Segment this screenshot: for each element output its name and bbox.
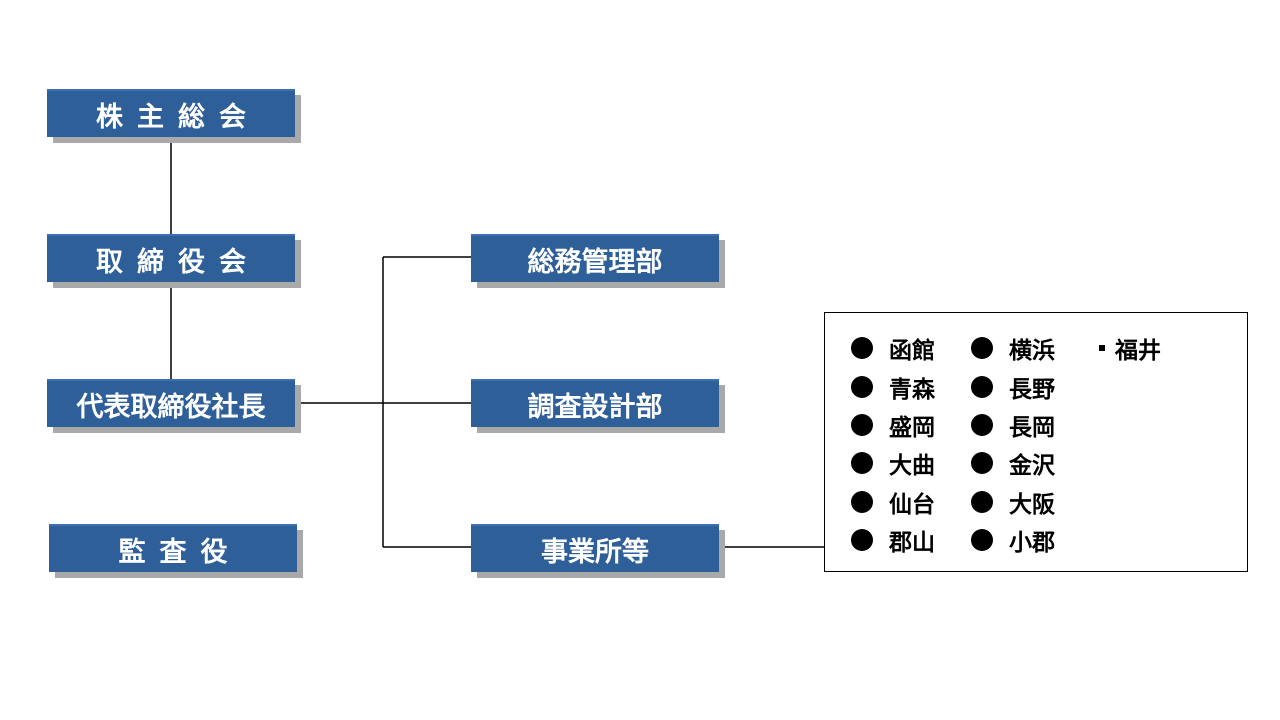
office-name: 大曲 [889, 453, 935, 480]
office-name: 長野 [1009, 376, 1055, 403]
node-general-affairs: 総務管理部 [471, 234, 719, 282]
bullet-icon [851, 413, 873, 436]
office-item: 金沢 [971, 444, 1055, 482]
office-name: 盛岡 [889, 414, 935, 441]
office-item: 大阪 [971, 483, 1055, 521]
node-board-of-directors: 取締役会 [47, 234, 295, 282]
office-name: 小郡 [1009, 530, 1055, 557]
bullet-icon [971, 413, 993, 436]
node-offices: 事業所等 [471, 524, 719, 572]
node-label: 総務管理部 [527, 246, 663, 278]
office-item: 長野 [971, 367, 1055, 405]
office-list-box: 函館 青森 盛岡 大曲 仙台 郡山 横浜 長野 長岡 金沢 大阪 小郡 福井 [824, 312, 1248, 572]
office-name: 長岡 [1009, 414, 1055, 441]
bullet-icon [851, 337, 873, 360]
office-item: 長岡 [971, 406, 1055, 444]
office-name: 横浜 [1009, 338, 1055, 365]
office-item: 福井 [1099, 329, 1161, 367]
office-item: 小郡 [971, 521, 1055, 559]
small-bullet-icon [1099, 345, 1105, 352]
office-name: 郡山 [889, 530, 935, 557]
office-item: 盛岡 [851, 406, 935, 444]
office-column-3: 福井 [1099, 329, 1161, 367]
office-name: 福井 [1115, 338, 1161, 365]
office-name: 大阪 [1009, 491, 1055, 518]
node-shareholders-meeting: 株主総会 [47, 89, 295, 137]
office-name: 青森 [889, 376, 935, 403]
office-item: 横浜 [971, 329, 1055, 367]
bullet-icon [971, 375, 993, 398]
office-name: 函館 [889, 338, 935, 365]
node-label: 取締役会 [96, 246, 260, 278]
office-name: 仙台 [889, 491, 935, 518]
office-column-1: 函館 青森 盛岡 大曲 仙台 郡山 [851, 329, 935, 559]
node-label: 監査役 [118, 536, 242, 568]
office-column-2: 横浜 長野 長岡 金沢 大阪 小郡 [971, 329, 1055, 559]
node-label: 調査設計部 [527, 391, 663, 423]
office-name: 金沢 [1009, 453, 1055, 480]
office-item: 大曲 [851, 444, 935, 482]
bullet-icon [851, 490, 873, 513]
node-label: 株主総会 [96, 101, 260, 133]
office-item: 青森 [851, 367, 935, 405]
bullet-icon [971, 452, 993, 475]
node-label: 事業所等 [541, 536, 649, 568]
office-item: 仙台 [851, 483, 935, 521]
office-item: 函館 [851, 329, 935, 367]
node-auditor: 監査役 [49, 524, 297, 572]
bullet-icon [971, 490, 993, 513]
office-item: 郡山 [851, 521, 935, 559]
bullet-icon [971, 337, 993, 360]
bullet-icon [971, 529, 993, 552]
node-survey-design: 調査設計部 [471, 379, 719, 427]
bullet-icon [851, 529, 873, 552]
bullet-icon [851, 452, 873, 475]
node-president: 代表取締役社長 [47, 379, 295, 427]
bullet-icon [851, 375, 873, 398]
node-label: 代表取締役社長 [76, 391, 266, 423]
